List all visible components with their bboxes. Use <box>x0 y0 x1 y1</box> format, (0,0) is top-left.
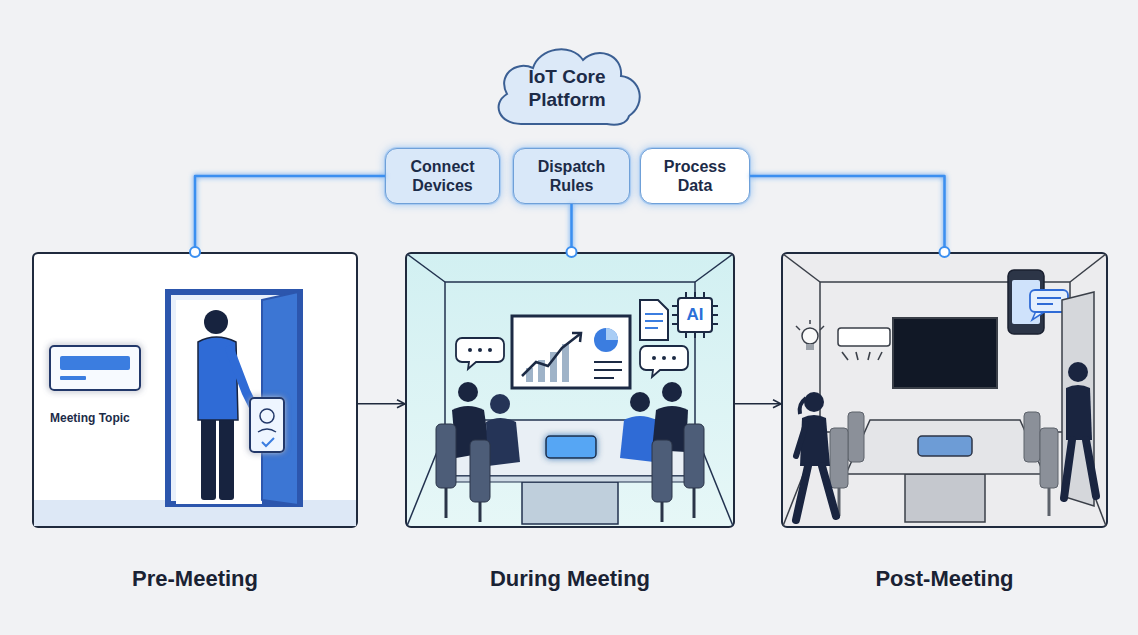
node-label: IoT Core Platform <box>512 58 622 112</box>
cloud-outline <box>499 49 640 124</box>
bus-line <box>750 176 945 252</box>
cloud-node: IoT Core Platform <box>487 40 647 130</box>
node-label: Dispatch Rules <box>526 157 617 195</box>
bus-line <box>570 204 573 252</box>
node-label: Process Data <box>653 157 737 195</box>
function-pill: Connect Devices <box>385 148 500 204</box>
function-pill: Dispatch Rules <box>513 148 630 204</box>
bus-line <box>195 176 385 252</box>
flow-arrow <box>358 403 405 405</box>
stage-panel: Pre-Meeting <box>32 252 358 528</box>
panel-heading: Pre-Meeting <box>34 566 356 592</box>
display-caption: Meeting Topic <box>50 411 170 425</box>
flow-arrow <box>735 403 781 405</box>
chip-label: AI <box>678 305 712 325</box>
stage-panel: During Meeting <box>405 252 735 528</box>
function-pill: Process Data <box>640 148 750 204</box>
stage-panel: Post-Meeting <box>781 252 1108 528</box>
node-label: Connect Devices <box>398 157 487 195</box>
panel-heading: Post-Meeting <box>783 566 1106 592</box>
panel-heading: During Meeting <box>407 566 733 592</box>
